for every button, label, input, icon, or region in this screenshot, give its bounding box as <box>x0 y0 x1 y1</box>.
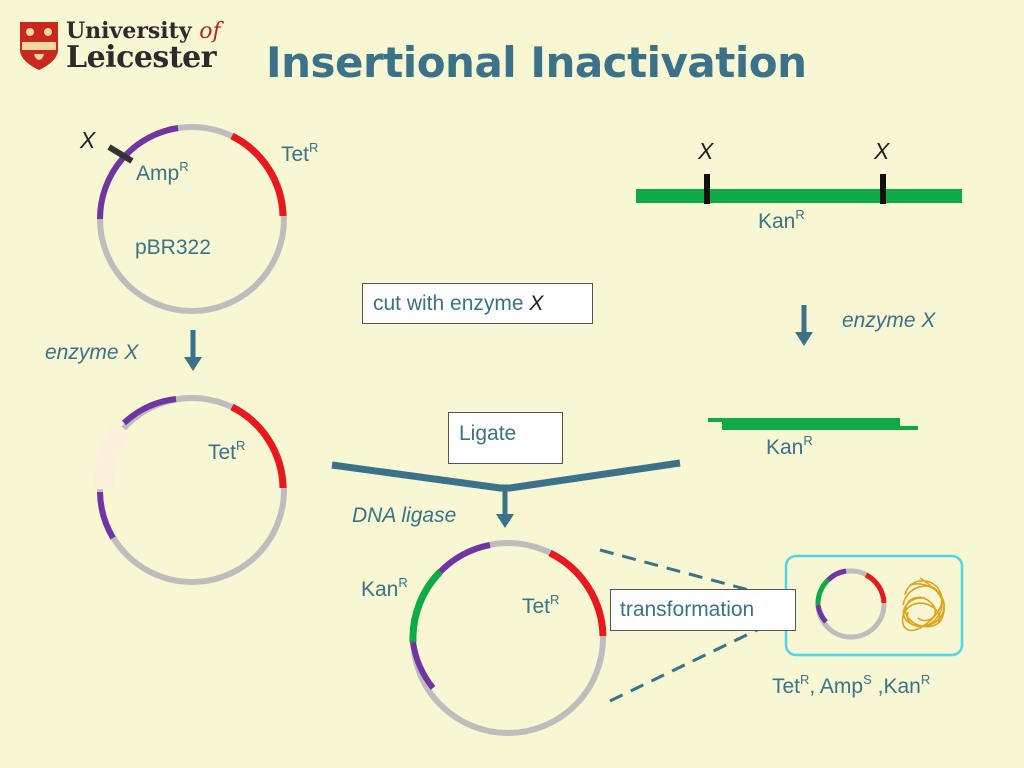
transformation-box: transformation <box>610 589 796 631</box>
amp-arc-lower <box>97 491 116 540</box>
tet-gene-arc-2 <box>230 403 287 489</box>
plasmid-name: pBR322 <box>135 236 211 259</box>
arrow-enzyme-x-left <box>184 330 202 371</box>
kan-site-label-1: X <box>698 138 714 164</box>
amp-arc-upper-3 <box>437 542 491 575</box>
plasmid-cut <box>93 395 287 585</box>
amp-arc-lower-3 <box>410 641 436 690</box>
restriction-site-label: X <box>80 127 96 153</box>
restriction-site-x <box>107 144 134 164</box>
tet-gene-arc-3 <box>548 549 607 637</box>
chromosome-icon <box>901 577 945 632</box>
ligate-box: Ligate <box>448 412 563 464</box>
cut-with-enzyme-box: cut with enzyme X <box>362 283 593 324</box>
tet-label-2: TetR <box>208 438 246 464</box>
kan-insert-arc <box>409 569 443 643</box>
amp-arc-upper <box>121 396 177 426</box>
dna-ligase-label: DNA ligase <box>352 504 457 527</box>
amp-gene-arc <box>96 125 179 220</box>
kan-label: KanR <box>758 207 805 233</box>
phenotype-label: TetR, AmpS ,KanR <box>772 672 931 698</box>
plasmid-recombinant <box>409 540 607 736</box>
amp-label: AmpR <box>136 159 189 185</box>
kan-cut-label: KanR <box>766 433 813 459</box>
kan-site-label-2: X <box>874 138 890 164</box>
inactivated-region <box>93 421 132 490</box>
page-title: Insertional Inactivation <box>266 38 807 87</box>
logo-line-2: Leicester <box>66 40 217 75</box>
university-logo: University of Leicester <box>18 16 228 75</box>
tet-gene-arc <box>230 132 287 217</box>
enzyme-x-label-right: enzyme X <box>842 309 936 332</box>
ligation-funnel <box>331 459 681 528</box>
cell-amp-arc <box>826 568 847 582</box>
logo-line-1: University of <box>66 18 221 44</box>
tet-label: TetR <box>281 140 319 166</box>
cell-amp-arc-2 <box>815 604 828 624</box>
university-shield-logo <box>20 22 58 70</box>
arrow-enzyme-x-right <box>795 305 813 346</box>
plasmid-pbr322 <box>96 124 287 314</box>
cell-tet-arc <box>864 572 887 604</box>
enzyme-x-label-left: enzyme X <box>45 341 139 364</box>
cell-kan-arc <box>815 578 830 606</box>
kan-label-recombinant: KanR <box>361 575 408 601</box>
kan-cut-fragment <box>708 418 918 430</box>
bacterial-cell <box>784 554 964 657</box>
tet-label-recombinant: TetR <box>522 592 560 618</box>
kan-fragment <box>636 174 962 204</box>
